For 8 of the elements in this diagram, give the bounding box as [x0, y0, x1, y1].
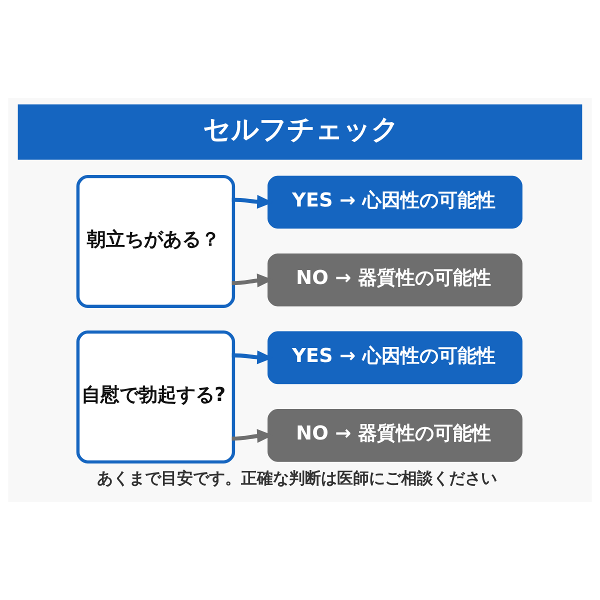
node-box: YES → 心因性の可能性 — [268, 331, 522, 384]
caption: あくまで目安です。正確な判断は医師にご相談ください — [96, 468, 497, 488]
node-box: NO → 器質性の可能性 — [268, 409, 522, 462]
node-box: 自慰で勃起する? — [76, 330, 236, 464]
node-box: NO → 器質性の可能性 — [268, 254, 522, 306]
diagram-title: セルフチェック — [203, 114, 400, 146]
node-box: YES → 心因性の可能性 — [268, 176, 522, 229]
node-box: 朝立ちがある？ — [76, 174, 236, 308]
